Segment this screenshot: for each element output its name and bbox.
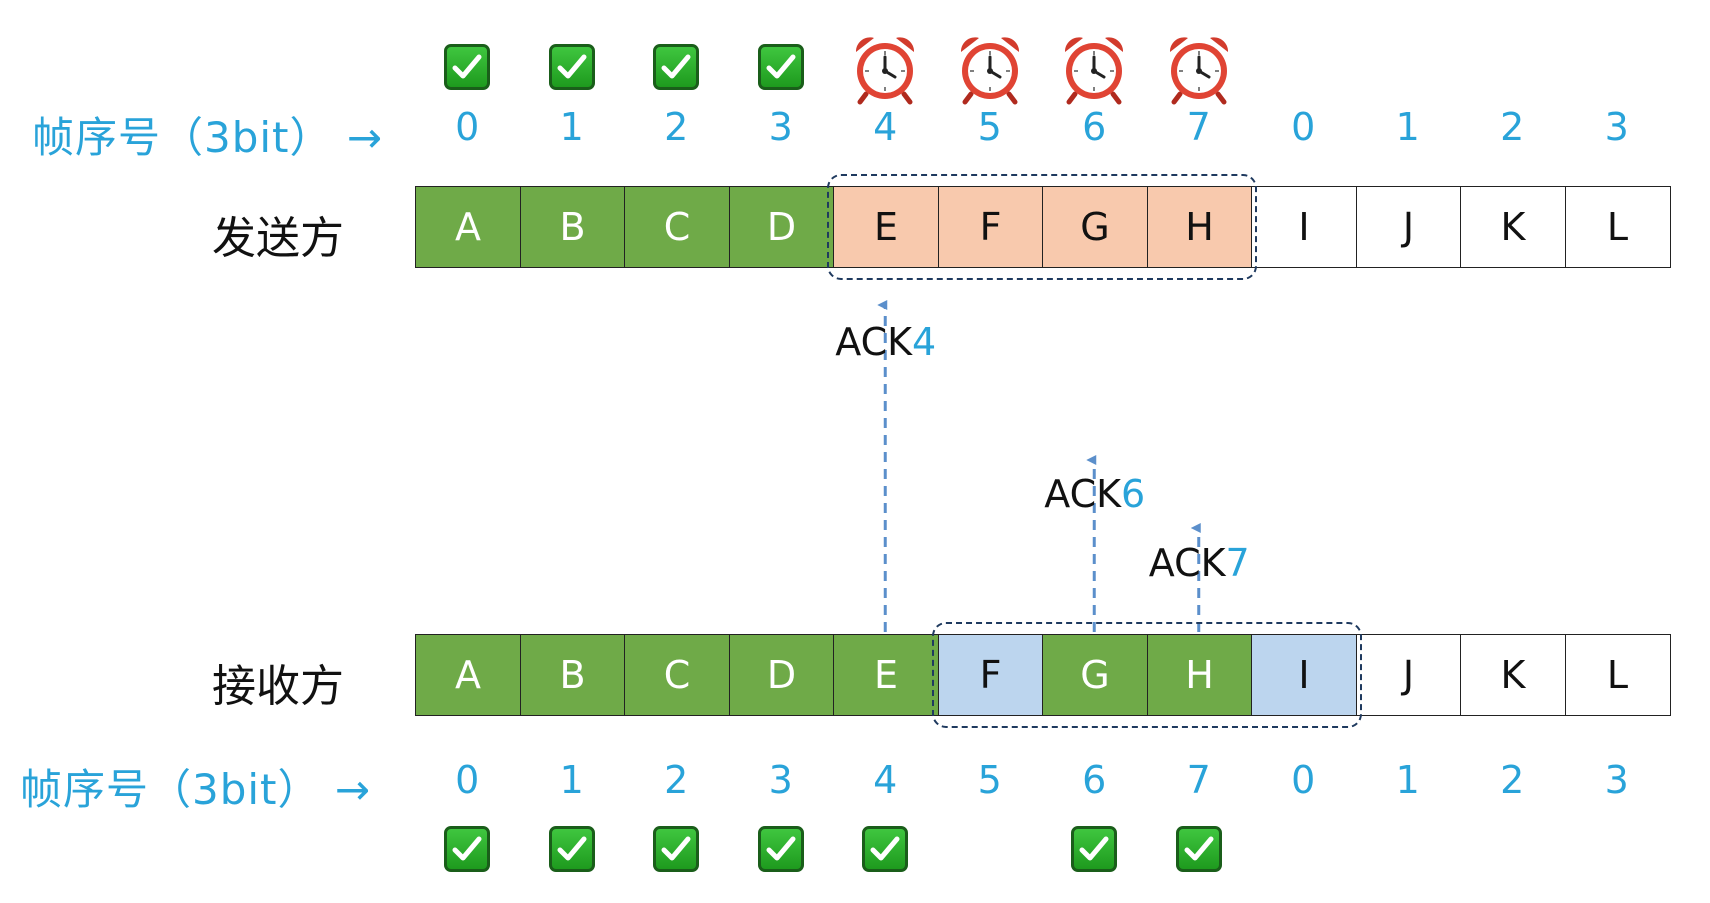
seq-number: 5 bbox=[977, 758, 1002, 802]
frame-L: L bbox=[1564, 186, 1671, 268]
frame-H: H bbox=[1146, 186, 1253, 268]
frame-A: A bbox=[415, 186, 521, 268]
seq-number: 7 bbox=[1186, 105, 1211, 149]
frame-D: D bbox=[728, 634, 835, 716]
seq-number: 0 bbox=[455, 758, 480, 802]
frame-E: E bbox=[833, 634, 939, 716]
seq-number: 1 bbox=[1395, 105, 1420, 149]
check-icon bbox=[757, 826, 804, 872]
check-icon bbox=[653, 44, 700, 90]
ack-number: 4 bbox=[912, 320, 937, 364]
frame-D: D bbox=[728, 186, 835, 268]
ack-prefix: ACK bbox=[835, 320, 913, 364]
check-icon bbox=[1071, 826, 1118, 872]
seq-number: 2 bbox=[1500, 105, 1525, 149]
ack-label: ACK6 bbox=[1044, 472, 1145, 516]
ack-prefix: ACK bbox=[1044, 472, 1122, 516]
seq-number: 3 bbox=[768, 105, 793, 149]
frame-G: G bbox=[1042, 186, 1148, 268]
ack-label: ACK4 bbox=[835, 320, 936, 364]
frame-I: I bbox=[1251, 634, 1357, 716]
seq-number: 2 bbox=[664, 758, 689, 802]
frame-C: C bbox=[624, 634, 730, 716]
frame-I: I bbox=[1251, 186, 1357, 268]
frame-J: J bbox=[1355, 634, 1462, 716]
frame-J: J bbox=[1355, 186, 1462, 268]
bottom-seq-arrow-icon: → bbox=[334, 765, 372, 814]
frame-H: H bbox=[1146, 634, 1253, 716]
seq-number: 5 bbox=[977, 105, 1002, 149]
sender-markers bbox=[415, 32, 1710, 112]
seq-number: 1 bbox=[1395, 758, 1420, 802]
receiver-label: 接收方 bbox=[212, 661, 344, 712]
frame-B: B bbox=[519, 186, 626, 268]
top-seq-label-text: 帧序号（3bit） bbox=[32, 113, 333, 162]
seq-number: 2 bbox=[664, 105, 689, 149]
alarm-clock-icon bbox=[1057, 32, 1131, 110]
receiver-markers bbox=[415, 826, 1710, 886]
seq-number: 1 bbox=[559, 758, 584, 802]
check-icon bbox=[862, 826, 909, 872]
seq-number: 6 bbox=[1082, 105, 1107, 149]
seq-number: 1 bbox=[559, 105, 584, 149]
seq-number: 3 bbox=[768, 758, 793, 802]
frame-A: A bbox=[415, 634, 521, 716]
seq-number: 2 bbox=[1500, 758, 1525, 802]
top-seq-numbers: 0 1 2 3 4 5 6 7 0 1 2 3 bbox=[415, 105, 1669, 149]
alarm-clock-icon bbox=[1162, 32, 1236, 110]
frame-L: L bbox=[1564, 634, 1671, 716]
ack-prefix: ACK bbox=[1148, 541, 1226, 585]
seq-number: 4 bbox=[873, 758, 898, 802]
receiver-window bbox=[931, 622, 1362, 728]
bottom-seq-numbers: 0 1 2 3 4 5 6 7 0 1 2 3 bbox=[415, 758, 1669, 802]
ack-number: 7 bbox=[1225, 541, 1250, 585]
check-icon bbox=[444, 826, 491, 872]
seq-number: 3 bbox=[1604, 758, 1629, 802]
seq-number: 0 bbox=[455, 105, 480, 149]
sender-window bbox=[827, 174, 1257, 280]
bottom-seq-label-text: 帧序号（3bit） bbox=[20, 765, 321, 814]
ack-number: 6 bbox=[1121, 472, 1146, 516]
seq-number: 3 bbox=[1604, 105, 1629, 149]
ack-label: ACK7 bbox=[1149, 541, 1250, 585]
sender-label: 发送方 bbox=[212, 213, 344, 264]
frame-K: K bbox=[1460, 186, 1566, 268]
frame-K: K bbox=[1460, 634, 1566, 716]
alarm-clock-icon bbox=[848, 32, 922, 110]
frame-F: F bbox=[937, 634, 1044, 716]
check-icon bbox=[1175, 826, 1222, 872]
check-icon bbox=[757, 44, 804, 90]
bottom-seq-label: 帧序号（3bit） → bbox=[20, 756, 371, 817]
seq-number: 0 bbox=[1291, 758, 1316, 802]
top-seq-label: 帧序号（3bit） → bbox=[32, 104, 383, 165]
alarm-clock-icon bbox=[953, 32, 1027, 110]
frame-C: C bbox=[624, 186, 730, 268]
check-icon bbox=[548, 826, 595, 872]
check-icon bbox=[653, 826, 700, 872]
check-icon bbox=[548, 44, 595, 90]
frame-E: E bbox=[833, 186, 939, 268]
top-seq-arrow-icon: → bbox=[346, 113, 384, 162]
seq-number: 4 bbox=[873, 105, 898, 149]
frame-F: F bbox=[937, 186, 1044, 268]
seq-number: 7 bbox=[1186, 758, 1211, 802]
check-icon bbox=[444, 44, 491, 90]
seq-number: 6 bbox=[1082, 758, 1107, 802]
frame-B: B bbox=[519, 634, 626, 716]
seq-number: 0 bbox=[1291, 105, 1316, 149]
